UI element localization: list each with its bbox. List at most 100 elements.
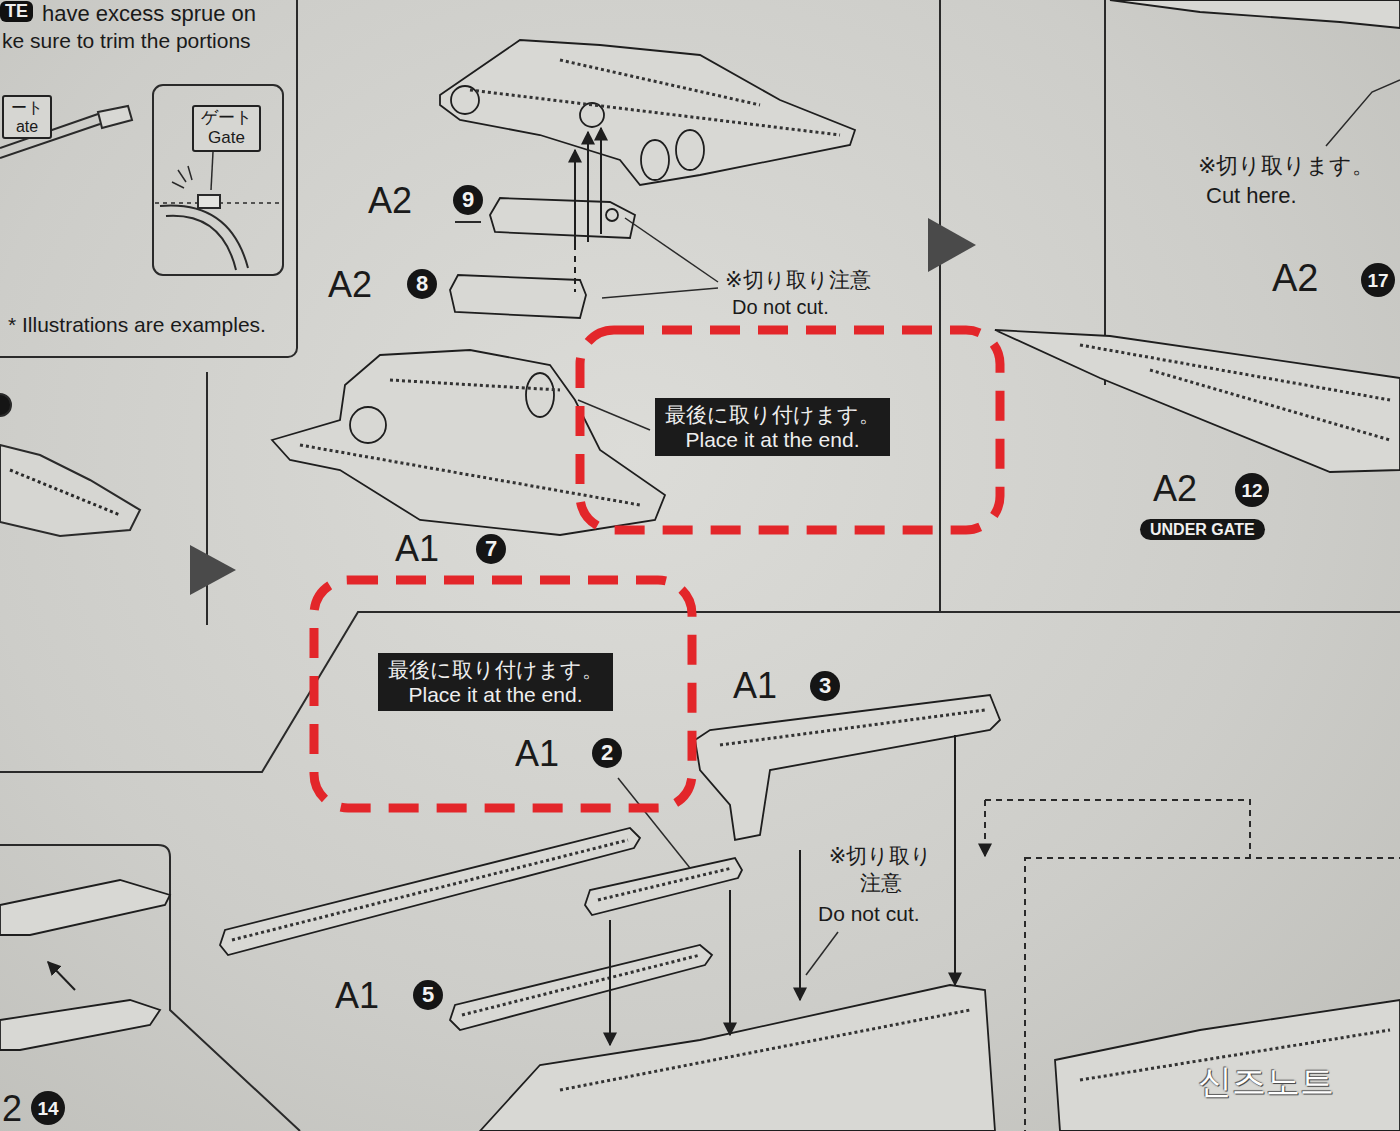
label-text: Place it at the end.: [686, 427, 860, 452]
highlight-box: [314, 580, 692, 808]
part-name: A2: [328, 264, 372, 305]
note-text: Do not cut.: [818, 902, 920, 926]
watermark: 신즈노트: [1198, 1062, 1334, 1101]
gate-badge: UNDER GATE: [1140, 519, 1265, 540]
part-a2-8: [450, 275, 586, 318]
callout-number: 7: [476, 534, 506, 564]
step-divider: [1104, 0, 1106, 385]
assembly-arrow: [574, 256, 576, 292]
note-text: ※切り取り注意: [725, 268, 871, 292]
callout-number: 5: [413, 980, 443, 1010]
callout-number: 14: [31, 1091, 65, 1125]
leader-line: [1326, 80, 1400, 146]
assembly-arrow: [600, 128, 602, 234]
part-a2-12: [995, 330, 1400, 472]
gate-stub: [98, 106, 132, 128]
assembly-arrow: [574, 150, 576, 250]
part-name: A2: [1153, 468, 1197, 509]
assembly-arrow: [729, 890, 731, 1035]
note-text: Cut here.: [1206, 183, 1297, 208]
peg: [606, 209, 618, 221]
part-a1-7: [272, 350, 665, 535]
example-frame: [153, 85, 283, 275]
part-name: A1: [335, 975, 379, 1016]
leader-line: [625, 218, 718, 282]
gate-label: ゲートGate: [192, 105, 261, 152]
part-name: 2: [2, 1088, 22, 1129]
label-text: UNDER GATE: [1150, 520, 1255, 539]
part-a1-2: [585, 858, 742, 915]
label-text: 最後に取り付けます。: [388, 657, 603, 682]
gate-label: ートate: [2, 95, 52, 139]
underline-mark: [455, 221, 481, 223]
socket: [451, 86, 479, 114]
part-name: A2: [368, 180, 412, 221]
callout-number: 9: [453, 185, 483, 215]
label-text: ate: [16, 117, 38, 136]
part-name: A1: [515, 733, 559, 774]
label-text: Gate: [208, 128, 245, 148]
detail-texture: [470, 60, 840, 135]
dashed-guide: [985, 800, 1250, 858]
detail-texture: [1080, 345, 1390, 440]
assembly-arrow: [954, 735, 956, 985]
part-a2-9: [490, 198, 635, 238]
hull-part: [440, 40, 855, 185]
assembly-arrow: [609, 920, 611, 1045]
callout-number: 2: [592, 738, 622, 768]
note-label: 最後に取り付けます。Place it at the end.: [378, 653, 613, 711]
label-text: 最後に取り付けます。: [665, 402, 880, 427]
part-bar: [0, 1000, 160, 1050]
note-text: ※切り取ります。: [1198, 153, 1374, 178]
assembly-arrow: [48, 962, 75, 990]
hull-part: [0, 445, 140, 536]
detail-texture: [300, 380, 640, 505]
detail-texture: [720, 710, 985, 745]
engine: [676, 130, 704, 170]
leader-line: [578, 400, 650, 430]
part-a1-5: [450, 945, 712, 1030]
assembly-arrow: [587, 132, 589, 242]
detail-texture: [232, 840, 732, 1015]
note-text: * Illustrations are examples.: [8, 312, 266, 337]
detail-texture: [10, 470, 120, 515]
callout-number: 17: [1361, 263, 1395, 297]
assembly-arrow: [799, 850, 801, 1000]
callout-number: 12: [1235, 473, 1269, 507]
dashed-frame: [1025, 858, 1400, 1131]
label-text: Place it at the end.: [409, 682, 583, 707]
part-name: A2: [1272, 257, 1318, 301]
callout-number: 3: [810, 671, 840, 701]
step-divider: [206, 372, 208, 625]
leader-line: [602, 288, 718, 298]
leader-line: [211, 152, 213, 190]
note-panel: have excess sprue onke sure to trim the …: [0, 0, 298, 358]
note-text: ※切り取り 注意: [818, 842, 943, 897]
dashed-arrow: [984, 800, 986, 856]
gate-mark: [198, 195, 220, 208]
socket: [350, 407, 386, 443]
engine: [526, 373, 554, 417]
part-edge: [160, 206, 248, 270]
sub-panel-frame: [0, 845, 300, 1131]
part-bar: [220, 828, 640, 955]
step-divider: [939, 0, 941, 612]
note-text: ke sure to trim the portions: [2, 28, 251, 53]
step-arrow: [190, 545, 236, 595]
step-mark: [0, 394, 11, 416]
part-bar: [0, 880, 170, 935]
leader-line: [806, 932, 838, 975]
label-text: ート: [11, 98, 43, 117]
engine: [641, 140, 669, 180]
burst-mark: [172, 166, 192, 188]
leader-line: [618, 778, 690, 868]
note-text: Do not cut.: [732, 296, 829, 319]
highlight-box: [580, 330, 1000, 530]
callout-number: 8: [407, 269, 437, 299]
label-text: ゲート: [201, 108, 252, 128]
socket: [580, 103, 604, 127]
note-badge: TE: [0, 1, 33, 22]
